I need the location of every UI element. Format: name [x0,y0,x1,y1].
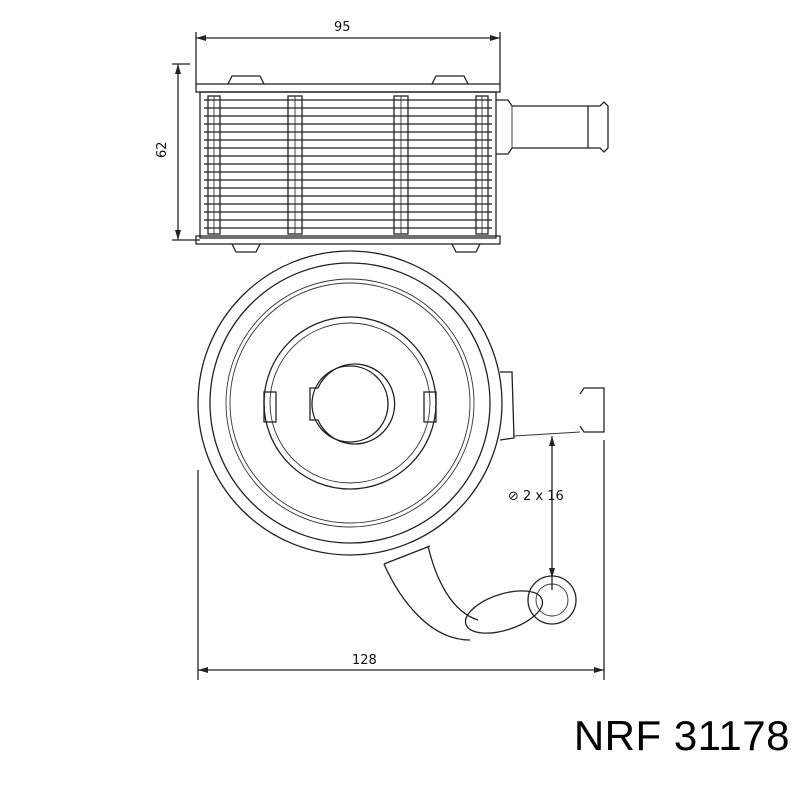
side-view: 95 62 [155,20,609,253]
dim-fitting: ⊘ 2 x 16 [508,489,564,504]
dim-height-left: 62 [155,141,170,158]
brand-label: NRF [573,712,662,759]
top-view: ⊘ 2 x 16 128 [197,250,605,680]
dim-width-bottom: 128 [352,653,377,668]
part-number: 31178 [673,712,790,759]
part-caption: NRF 31178 [574,712,790,760]
cooler-fins [204,99,492,229]
dim-width-top: 95 [334,20,351,35]
